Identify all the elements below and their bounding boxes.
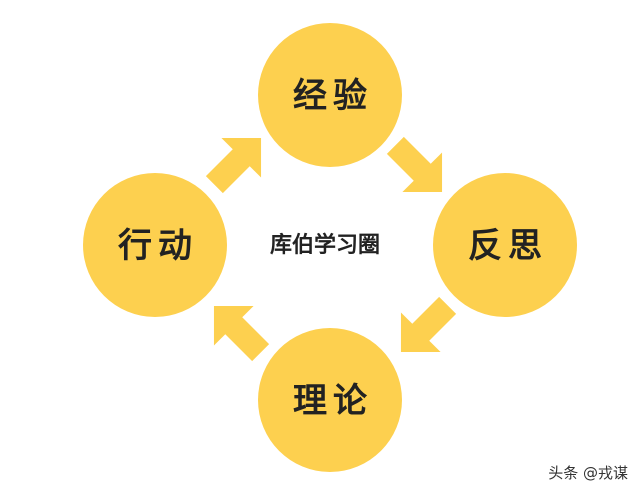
node-label-theory: 理论 <box>293 381 373 421</box>
arrow-experience-to-reflection <box>386 136 443 193</box>
arrow-theory-to-action <box>213 305 270 362</box>
node-reflection <box>433 173 577 317</box>
node-label-reflection: 反思 <box>468 226 548 266</box>
node-action <box>83 173 227 317</box>
watermark: 头条 @戎谋 <box>548 464 628 482</box>
node-label-experience: 经验 <box>293 76 373 116</box>
arrow-action-to-experience <box>205 137 262 194</box>
node-theory <box>258 328 402 472</box>
diagram-title: 库伯学习圈 <box>270 232 380 258</box>
arrow-reflection-to-theory <box>400 296 457 353</box>
node-experience <box>258 23 402 167</box>
node-label-action: 行动 <box>118 226 198 266</box>
